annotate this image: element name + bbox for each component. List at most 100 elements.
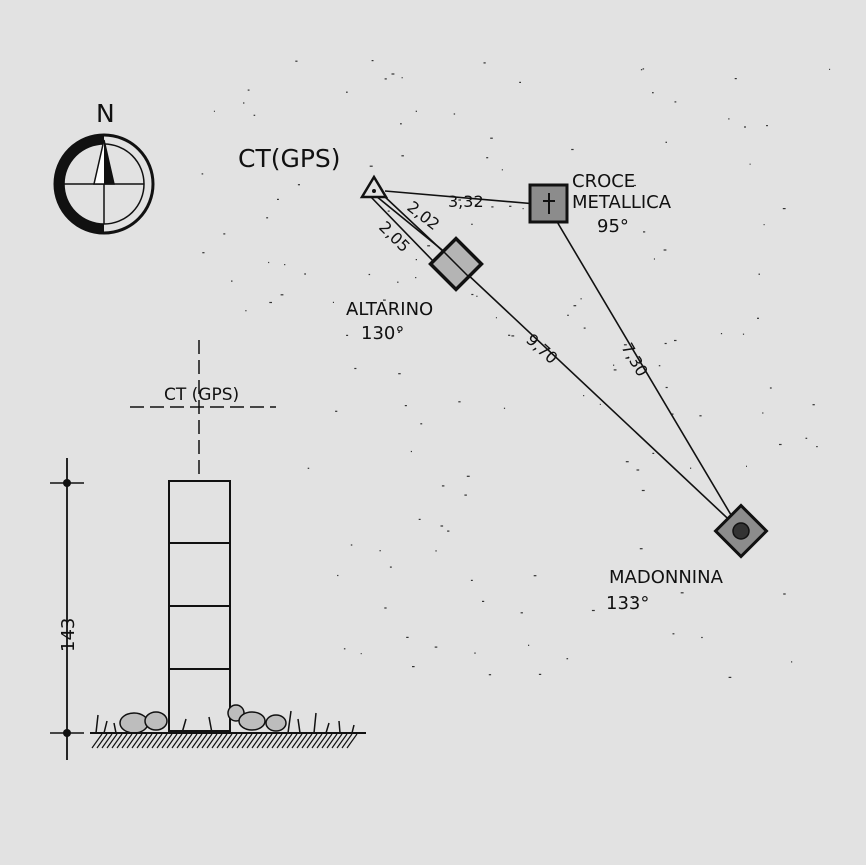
speckle — [471, 223, 473, 225]
speckle — [829, 68, 831, 70]
speckle — [360, 653, 362, 655]
line-ct-madonnina — [383, 195, 741, 531]
hatch-line — [141, 733, 153, 749]
speckle — [791, 661, 793, 663]
speckle — [734, 78, 737, 80]
speckle — [202, 252, 205, 254]
speckle — [757, 317, 759, 319]
north-compass: N — [53, 99, 155, 235]
speckle — [346, 334, 349, 336]
speckle — [398, 331, 400, 333]
speckle — [522, 208, 524, 210]
hatch-line — [191, 733, 203, 749]
speckle — [295, 60, 298, 62]
elevation-label: CT (GPS) — [164, 385, 239, 405]
speckle — [566, 658, 569, 660]
speckle — [447, 530, 450, 532]
speckle — [384, 607, 387, 609]
hatch-line — [201, 733, 213, 749]
altarino-label: ALTARINO — [346, 299, 433, 320]
speckle — [613, 364, 615, 366]
croce-label-line2: METALLICA — [572, 192, 672, 213]
speckle — [337, 574, 339, 577]
speckle — [400, 123, 402, 125]
station-dot — [372, 189, 376, 193]
hatch-line — [216, 733, 228, 749]
compass-dark-half — [55, 135, 104, 233]
speckle — [509, 205, 512, 207]
speckle — [280, 294, 284, 296]
speckle — [599, 403, 601, 405]
speckle — [746, 465, 747, 467]
speckle — [415, 259, 417, 261]
hatch-line — [306, 733, 318, 749]
speckle — [475, 204, 478, 206]
speckle — [816, 446, 818, 448]
hatch-line — [91, 733, 103, 749]
speckle — [653, 258, 655, 260]
speckle — [643, 231, 646, 233]
station-label: CT(GPS) — [238, 144, 341, 173]
speckle — [391, 73, 395, 75]
hatch-line — [286, 733, 298, 749]
speckle — [483, 62, 486, 64]
speckle — [680, 592, 684, 594]
north-label: N — [96, 99, 115, 128]
hatch-line — [311, 733, 323, 749]
speckle — [728, 676, 732, 678]
speckle — [458, 401, 461, 403]
speckle — [758, 273, 760, 275]
hatch-line — [236, 733, 248, 749]
speckle — [415, 110, 417, 112]
speckle — [434, 646, 438, 648]
distance-ct-croce: 3,32 — [448, 192, 484, 211]
speckle — [599, 226, 601, 228]
hatch-line — [261, 733, 273, 749]
hatch-line — [226, 733, 238, 749]
speckle — [397, 281, 399, 283]
speckle — [762, 412, 764, 414]
hatch-line — [276, 733, 288, 749]
speckle — [201, 173, 204, 175]
speckle — [435, 550, 437, 552]
hatch-line — [336, 733, 348, 749]
speckle — [418, 518, 421, 520]
hatch-line — [296, 733, 308, 749]
speckle — [213, 110, 215, 112]
speckle — [453, 113, 456, 115]
speckle — [658, 365, 661, 367]
speckle — [404, 405, 407, 407]
hatch-line — [111, 733, 123, 749]
speckle — [528, 644, 530, 646]
hatch-line — [316, 733, 328, 749]
hatch-line — [231, 733, 243, 749]
speckle — [508, 334, 511, 336]
hatch-line — [331, 733, 343, 749]
speckle — [573, 305, 577, 307]
speckle — [633, 184, 636, 187]
speckle — [665, 386, 668, 389]
speckle — [466, 475, 470, 477]
speckle — [441, 485, 445, 487]
speckle — [266, 217, 269, 219]
speckle — [379, 550, 381, 552]
croce-label-line1: CROCE — [572, 171, 635, 192]
speckle — [387, 210, 390, 212]
speckle — [335, 410, 338, 412]
speckle — [779, 443, 782, 446]
hatch-line — [246, 733, 258, 749]
madonnina-angle: 133° — [606, 593, 649, 614]
speckle — [384, 78, 387, 80]
hatch-line — [126, 733, 138, 749]
hatch-line — [131, 733, 143, 749]
line-ct-altarino-2 — [369, 195, 435, 263]
line-croce-madonnina — [555, 219, 738, 526]
speckle — [269, 301, 272, 304]
speckle — [486, 157, 489, 159]
speckle — [583, 395, 585, 397]
speckle — [371, 60, 374, 62]
speckle — [383, 299, 386, 301]
speckle — [415, 277, 417, 279]
croce-metallica-marker — [528, 183, 569, 224]
